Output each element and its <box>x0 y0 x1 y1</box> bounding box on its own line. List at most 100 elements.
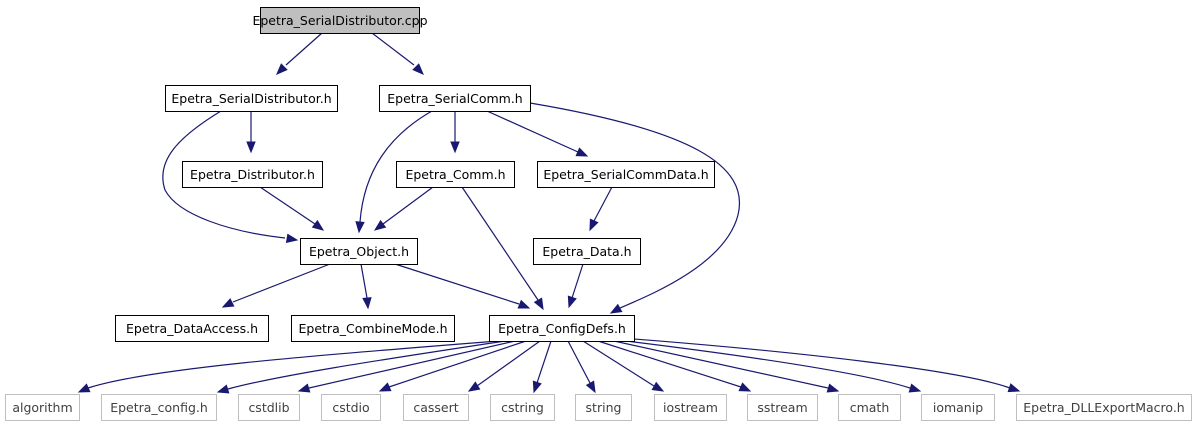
node-label: Epetra_ConfigDefs.h <box>498 321 626 336</box>
edge-line <box>571 263 584 299</box>
edge-serialdist_h-to-distributor_h <box>246 111 256 154</box>
edge-arrowhead <box>216 384 230 394</box>
node-box <box>300 238 418 265</box>
node-configdefs-h[interactable]: Epetra_ConfigDefs.h <box>489 315 635 342</box>
edge-line <box>486 110 579 153</box>
node-box <box>321 394 381 421</box>
edge-line <box>162 110 286 239</box>
node-iomanip: iomanip <box>921 394 995 421</box>
node-label: Epetra_Data.h <box>542 244 631 259</box>
edge-serialcomm_h-to-configdefs_h <box>529 102 740 314</box>
edge-arrowhead <box>567 295 577 309</box>
edge-line <box>536 340 552 384</box>
edge-line <box>259 186 316 225</box>
edge-arrowhead <box>517 299 531 309</box>
edge-arrowhead <box>589 218 599 232</box>
node-label: sstream <box>757 400 807 415</box>
node-object-h[interactable]: Epetra_Object.h <box>300 238 418 265</box>
node-label: Epetra_config.h <box>110 400 208 415</box>
node-box <box>291 315 455 342</box>
edge-arrowhead <box>575 147 589 157</box>
node-serialcommdata-h[interactable]: Epetra_SerialCommData.h <box>537 161 715 188</box>
edge-line <box>371 32 415 66</box>
edge-arrowhead <box>826 383 840 393</box>
node-label: Epetra_SerialDistributor.cpp <box>252 13 427 28</box>
node-comm-h[interactable]: Epetra_Comm.h <box>396 161 515 188</box>
edge-line <box>227 340 506 390</box>
node-cstdio: cstdio <box>321 394 381 421</box>
edge-line <box>567 340 591 384</box>
edge-line <box>625 340 911 389</box>
edge-configdefs_h-to-string <box>567 340 596 394</box>
node-label: Epetra_CombineMode.h <box>299 321 448 336</box>
edge-comm_h-to-object_h <box>373 186 434 231</box>
edge-serialcomm_h-to-serialcommdata_h <box>486 110 589 157</box>
edge-line <box>308 340 516 389</box>
node-box <box>403 394 469 421</box>
node-serialcomm-h[interactable]: Epetra_SerialComm.h <box>379 85 531 112</box>
edge-object_h-to-combinemode_h <box>360 263 372 310</box>
edge-line <box>87 340 499 389</box>
edge-configdefs_h-to-cassert <box>467 340 541 392</box>
edge-configdefs_h-to-epetra_config_h <box>216 340 506 394</box>
node-string: string <box>575 394 632 421</box>
edge-line <box>285 32 323 66</box>
node-box <box>101 394 217 421</box>
edge-arrowhead <box>532 380 542 394</box>
node-box <box>533 238 641 265</box>
node-label: algorithm <box>12 400 72 415</box>
edge-line <box>593 186 613 222</box>
node-box <box>489 315 635 342</box>
edge-line <box>360 263 368 299</box>
node-distributor-h[interactable]: Epetra_Distributor.h <box>182 161 323 188</box>
edge-arrowhead <box>221 298 235 308</box>
graph-edges <box>77 32 1021 394</box>
edge-configdefs_h-to-dllexport_h <box>633 338 1021 393</box>
node-label: Epetra_DLLExportMacro.h <box>1023 400 1184 415</box>
edge-distributor_h-to-object_h <box>259 186 325 231</box>
edge-configdefs_h-to-cmath <box>613 340 840 393</box>
edge-comm_h-to-configdefs_h <box>461 186 544 311</box>
node-box <box>838 394 901 421</box>
node-label: cstdlib <box>248 400 289 415</box>
node-combinemode-h[interactable]: Epetra_CombineMode.h <box>291 315 455 342</box>
edge-arrowhead <box>378 382 392 392</box>
edge-arrowhead <box>738 382 752 392</box>
node-label: Epetra_Distributor.h <box>190 167 315 182</box>
node-dataaccess-h[interactable]: Epetra_DataAccess.h <box>115 315 269 342</box>
node-epetra-config-h: Epetra_config.h <box>101 394 217 421</box>
edge-line <box>582 340 655 387</box>
edge-arrowhead <box>651 381 665 392</box>
edge-configdefs_h-to-sstream <box>597 340 752 392</box>
edge-root-to-serialcomm_h <box>371 32 424 75</box>
edge-root-to-serialdist_h <box>276 32 323 75</box>
edge-arrowhead <box>362 297 372 310</box>
edge-line <box>476 340 541 387</box>
node-serialdist-h[interactable]: Epetra_SerialDistributor.h <box>165 85 338 112</box>
edge-configdefs_h-to-iomanip <box>625 340 922 393</box>
node-box <box>747 394 818 421</box>
node-box <box>5 394 80 421</box>
node-label: Epetra_SerialDistributor.h <box>171 91 331 106</box>
edge-object_h-to-dataaccess_h <box>221 263 331 308</box>
node-data-h[interactable]: Epetra_Data.h <box>533 238 641 265</box>
node-cmath: cmath <box>838 394 901 421</box>
edge-line <box>382 186 434 225</box>
edge-serialcomm_h-to-object_h <box>355 110 433 234</box>
edge-data_h-to-configdefs_h <box>567 263 584 309</box>
node-box <box>165 85 338 112</box>
edge-arrowhead <box>373 219 387 231</box>
edge-serialcommdata_h-to-data_h <box>589 186 613 232</box>
node-label: Epetra_SerialComm.h <box>387 91 522 106</box>
node-iostream: iostream <box>654 394 727 421</box>
node-label: cassert <box>413 400 458 415</box>
edge-arrowhead <box>450 141 460 154</box>
node-label: Epetra_SerialCommData.h <box>543 167 708 182</box>
edge-line <box>388 340 527 388</box>
node-box <box>1016 394 1192 421</box>
edge-arrowhead <box>533 297 544 311</box>
node-root[interactable]: Epetra_SerialDistributor.cpp <box>252 7 428 34</box>
node-label: Epetra_DataAccess.h <box>126 321 258 336</box>
node-label: iostream <box>663 400 718 415</box>
